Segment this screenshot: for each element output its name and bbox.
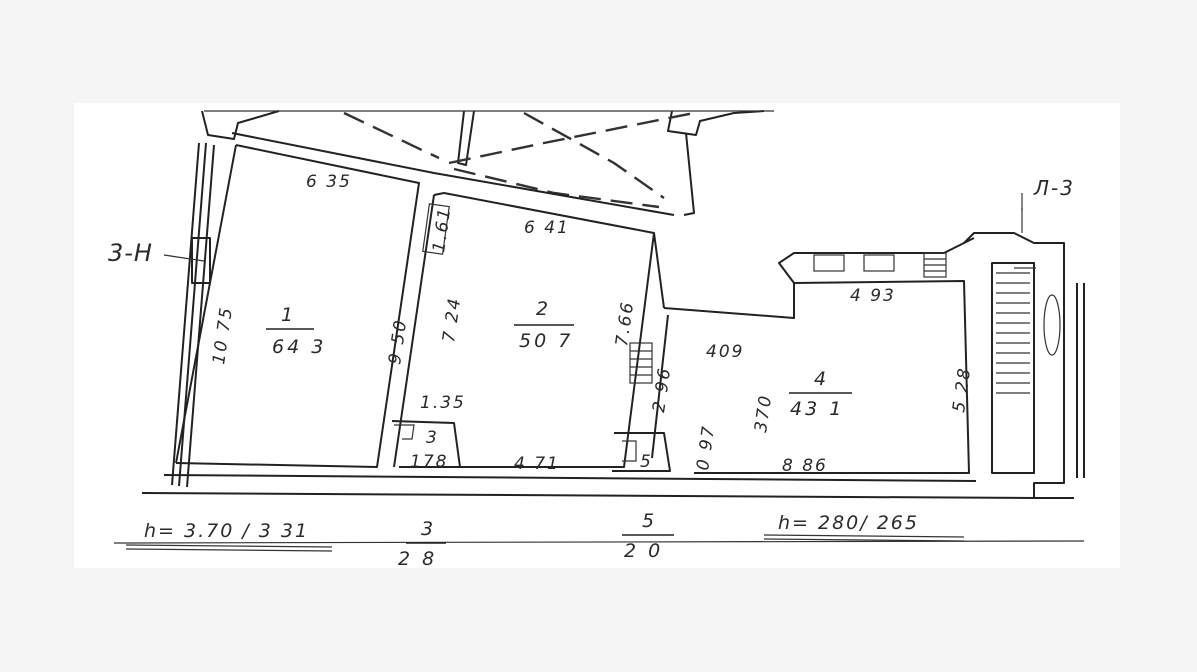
dim-1075: 10 75 bbox=[209, 305, 237, 366]
room-4-label: 4 43 1 bbox=[789, 368, 852, 420]
fraction-5-denominator: 2 0 bbox=[624, 540, 663, 562]
fraction-3-numerator: 3 bbox=[421, 518, 436, 540]
height-underlines bbox=[113, 534, 1085, 552]
dim-886: 8 86 bbox=[782, 456, 828, 476]
dim-641: 6 41 bbox=[524, 218, 570, 238]
dimension-labels: 6 35 6 41 1.61 7 24 9 50 10 75 7.66 2 96… bbox=[209, 172, 975, 476]
room-2-area: 50 7 bbox=[519, 330, 573, 352]
dim-724: 7 24 bbox=[439, 295, 465, 343]
bottom-fraction-room-5: 5 2 0 bbox=[622, 510, 674, 562]
floor-plan-drawing: 1 64 3 2 50 7 3 4 43 1 5 6 35 6 41 1.61 … bbox=[108, 110, 1085, 568]
dim-135: 1.35 bbox=[420, 393, 466, 413]
dim-493: 4 93 bbox=[850, 286, 896, 306]
stair-steps-small bbox=[629, 342, 653, 384]
section-marker: 3-H bbox=[108, 239, 153, 267]
section-marker-line bbox=[163, 254, 205, 262]
walls bbox=[141, 132, 1085, 499]
dim-178: 178 bbox=[410, 452, 448, 472]
bottom-fraction-room-3: 3 2 8 bbox=[398, 518, 446, 568]
dim-296: 2 96 bbox=[649, 365, 675, 413]
stair-marker: Л-3 bbox=[1033, 176, 1075, 200]
dim-161: 1.61 bbox=[429, 205, 455, 253]
fraction-3-denominator: 2 8 bbox=[398, 548, 437, 568]
dim-528: 5 28 bbox=[949, 365, 975, 413]
height-left: h= 3.70 / 3 31 bbox=[144, 520, 309, 542]
room-1-number: 1 bbox=[281, 304, 296, 326]
upper-structure bbox=[201, 110, 774, 216]
floor-plan-sheet: 1 64 3 2 50 7 3 4 43 1 5 6 35 6 41 1.61 … bbox=[74, 103, 1120, 568]
height-right: h= 280/ 265 bbox=[778, 512, 919, 534]
dim-097: 0 97 bbox=[693, 423, 719, 471]
dim-471: 4 71 bbox=[514, 454, 560, 474]
room-2-number: 2 bbox=[536, 298, 551, 320]
room-5-label: 5 bbox=[640, 452, 653, 472]
room-4-number: 4 bbox=[814, 368, 829, 390]
room-1-label: 1 64 3 bbox=[266, 304, 326, 358]
dim-409: 409 bbox=[706, 342, 744, 362]
room-3-number: 3 bbox=[426, 428, 439, 448]
room-3-label: 3 bbox=[426, 428, 439, 448]
dim-950: 9 50 bbox=[385, 317, 411, 365]
room-2-label: 2 50 7 bbox=[514, 298, 574, 352]
room-1-area: 64 3 bbox=[272, 336, 326, 358]
dim-635: 6 35 bbox=[306, 172, 352, 192]
room-4-area: 43 1 bbox=[790, 398, 844, 420]
dim-370: 370 bbox=[751, 393, 776, 434]
room-5-number: 5 bbox=[640, 452, 653, 472]
dim-766: 7.66 bbox=[612, 299, 638, 347]
fraction-5-numerator: 5 bbox=[642, 510, 657, 532]
